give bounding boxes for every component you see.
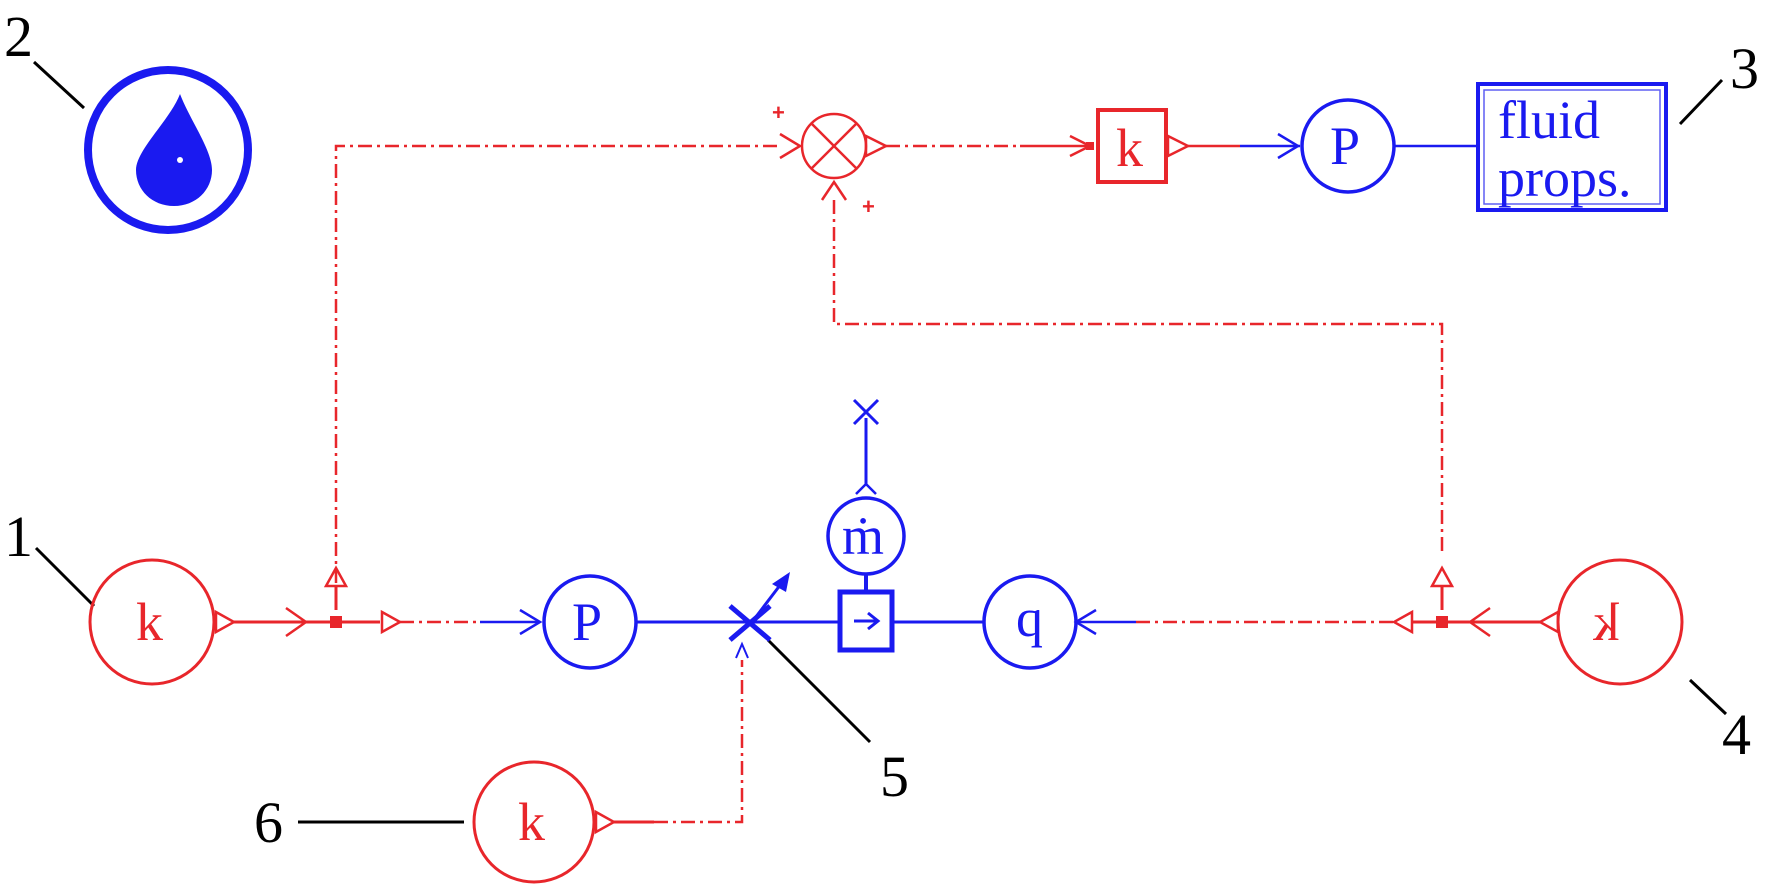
signal-source-1[interactable]: k — [88, 558, 237, 686]
fluid-props-line2: props. — [1498, 148, 1632, 208]
arrow-up-right-icon — [772, 572, 790, 592]
signal-source-4[interactable]: k — [1556, 558, 1684, 686]
callout-label-2: 2 — [4, 4, 33, 69]
callout-4: 4 — [1688, 678, 1751, 767]
variable-orifice[interactable] — [728, 572, 790, 659]
heat-flow-block[interactable]: q — [982, 574, 1078, 670]
callout-2: 2 — [4, 4, 86, 110]
water-drop-icon — [136, 94, 212, 206]
callout-3: 3 — [1678, 36, 1759, 126]
gain-label: k — [1116, 118, 1143, 178]
terminator-icon — [852, 398, 880, 426]
mass-flow-label: ṁ — [842, 506, 884, 566]
callout-label-4: 4 — [1722, 702, 1751, 767]
gain-block[interactable]: k — [1096, 108, 1191, 184]
callout-1: 1 — [4, 504, 96, 608]
signal-source-6[interactable]: k — [472, 760, 617, 884]
pressure-left-label: P — [572, 592, 602, 652]
heat-flow-label: q — [1016, 588, 1043, 648]
callout-label-6: 6 — [254, 790, 283, 855]
pressure-source-top[interactable]: P — [1300, 98, 1396, 194]
pressure-source-left[interactable]: P — [542, 574, 638, 670]
callout-label-5: 5 — [880, 744, 909, 809]
pressure-top-label: P — [1330, 116, 1360, 176]
sum-block[interactable]: + + — [772, 100, 889, 219]
fluid-props-block[interactable]: fluid props. — [1476, 82, 1668, 212]
source-6-label: k — [518, 792, 545, 852]
sum-sign-bottom: + — [862, 194, 875, 219]
source-1-label: k — [136, 592, 163, 652]
fluid-reservoir-block[interactable] — [84, 66, 252, 234]
fluid-props-line1: fluid — [1498, 90, 1600, 150]
callout-6: 6 — [254, 790, 464, 855]
source-4-label: k — [1593, 592, 1620, 652]
callout-label-3: 3 — [1730, 36, 1759, 101]
callout-label-1: 1 — [4, 504, 33, 569]
callout-5: 5 — [766, 638, 909, 809]
arrow-right-icon — [854, 611, 881, 631]
sum-sign-top: + — [772, 100, 785, 125]
mass-flow-measure[interactable]: ṁ — [826, 482, 906, 576]
flow-sensor-block[interactable] — [837, 589, 895, 653]
